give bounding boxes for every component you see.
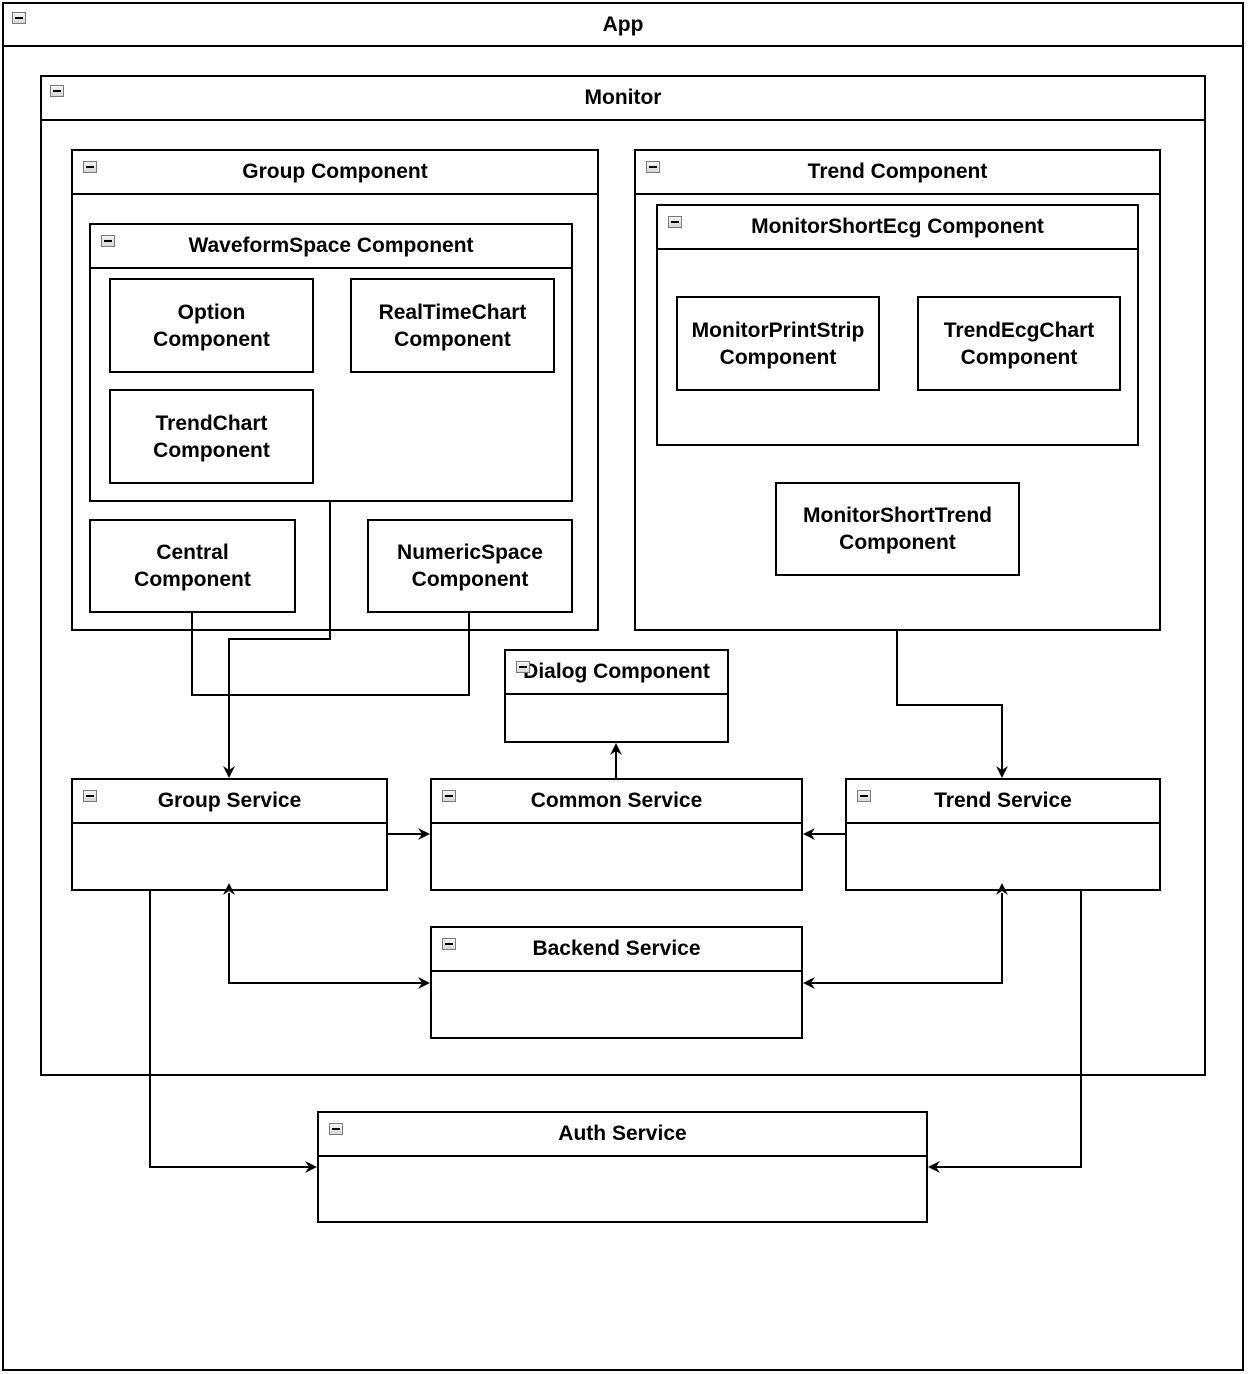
- group-service-collapse-icon[interactable]: [83, 790, 97, 802]
- common-service[interactable]: Common Service: [430, 778, 803, 891]
- dialog-component[interactable]: Dialog Component: [504, 649, 729, 743]
- trend-component: Trend Component: [634, 149, 1161, 631]
- app-collapse-icon[interactable]: [12, 12, 26, 24]
- monitor-short-ecg-header: MonitorShortEcg Component: [658, 206, 1137, 250]
- monitor-collapse-icon[interactable]: [50, 85, 64, 97]
- trend-service-collapse-icon[interactable]: [857, 790, 871, 802]
- backend-service-header: Backend Service: [432, 928, 801, 972]
- trend-service-title: Trend Service: [934, 789, 1072, 812]
- monitor-short-ecg-collapse-icon[interactable]: [668, 216, 682, 228]
- group-service-header: Group Service: [73, 780, 386, 824]
- trend-component-header: Trend Component: [636, 151, 1159, 195]
- group-service[interactable]: Group Service: [71, 778, 388, 891]
- group-component-header: Group Component: [73, 151, 597, 195]
- backend-service-collapse-icon[interactable]: [442, 938, 456, 950]
- auth-service-title: Auth Service: [558, 1122, 687, 1145]
- trend-chart-component[interactable]: TrendChart Component: [109, 389, 314, 484]
- backend-service-title: Backend Service: [532, 937, 701, 960]
- realtime-chart-component[interactable]: RealTimeChart Component: [350, 278, 555, 373]
- app-title: App: [602, 12, 644, 36]
- monitor-short-ecg-title: MonitorShortEcg Component: [751, 215, 1044, 238]
- common-service-collapse-icon[interactable]: [442, 790, 456, 802]
- waveform-space-header: WaveformSpace Component: [91, 225, 571, 269]
- numeric-space-component[interactable]: NumericSpace Component: [367, 519, 573, 613]
- dialog-component-header: Dialog Component: [506, 651, 727, 695]
- monitor-header: Monitor: [42, 77, 1204, 121]
- backend-service[interactable]: Backend Service: [430, 926, 803, 1039]
- waveform-space-collapse-icon[interactable]: [101, 235, 115, 247]
- monitor-title: Monitor: [584, 86, 662, 109]
- monitor-short-trend-component[interactable]: MonitorShortTrend Component: [775, 482, 1020, 576]
- group-component-collapse-icon[interactable]: [83, 161, 97, 173]
- monitor-container: Monitor: [40, 75, 1206, 1076]
- trend-component-collapse-icon[interactable]: [646, 161, 660, 173]
- app-header: App: [4, 4, 1242, 47]
- option-component[interactable]: Option Component: [109, 278, 314, 373]
- trend-service[interactable]: Trend Service: [845, 778, 1161, 891]
- trend-service-header: Trend Service: [847, 780, 1159, 824]
- dialog-component-title: Dialog Component: [523, 660, 710, 683]
- auth-service-header: Auth Service: [319, 1113, 926, 1157]
- auth-service[interactable]: Auth Service: [317, 1111, 928, 1223]
- group-component-title: Group Component: [242, 160, 428, 183]
- common-service-title: Common Service: [530, 789, 703, 812]
- waveform-space-title: WaveformSpace Component: [188, 234, 474, 257]
- central-component[interactable]: Central Component: [89, 519, 296, 613]
- trend-ecg-chart-component[interactable]: TrendEcgChart Component: [917, 296, 1121, 391]
- group-service-title: Group Service: [157, 789, 302, 812]
- monitor-print-strip-component[interactable]: MonitorPrintStrip Component: [676, 296, 880, 391]
- trend-component-title: Trend Component: [807, 160, 988, 183]
- dialog-component-collapse-icon[interactable]: [516, 661, 530, 673]
- waveform-space-component: WaveformSpace Component: [89, 223, 573, 502]
- monitor-short-ecg-component: MonitorShortEcg Component: [656, 204, 1139, 446]
- common-service-header: Common Service: [432, 780, 801, 824]
- auth-service-collapse-icon[interactable]: [329, 1123, 343, 1135]
